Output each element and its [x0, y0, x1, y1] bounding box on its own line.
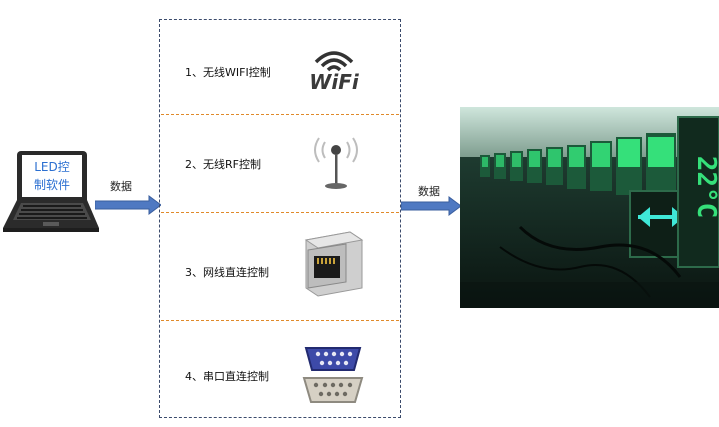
wifi-icon: WiFi — [309, 51, 360, 94]
temperature-display-text: 22°C — [691, 156, 719, 219]
rj45-jack-icon — [304, 231, 364, 297]
wifi-icon-text: WiFi — [309, 70, 360, 94]
laptop-screen: LED控 制软件 — [17, 151, 87, 201]
laptop-text-line1: LED控 — [34, 160, 70, 174]
data-label-right: 数据 — [418, 185, 440, 198]
separator-3 — [161, 320, 399, 321]
option-serial-label: 4、串口直连控制 — [185, 370, 269, 383]
laptop-display: LED控 制软件 — [22, 155, 82, 197]
data-label-left: 数据 — [110, 180, 132, 193]
led-displays-photo: 22°C — [460, 107, 719, 308]
control-methods-box — [159, 19, 401, 418]
rf-antenna-icon — [314, 137, 358, 189]
serial-port-icon — [302, 347, 364, 403]
option-ethernet-label: 3、网线直连控制 — [185, 266, 269, 279]
option-rf-label: 2、无线RF控制 — [185, 158, 261, 171]
laptop-text-line2: 制软件 — [33, 178, 70, 192]
separator-2 — [161, 212, 399, 213]
led-displays-scene: 22°C — [460, 107, 719, 308]
option-wifi-label: 1、无线WIFI控制 — [185, 66, 271, 79]
laptop-keyboard-icon — [3, 200, 99, 232]
data-arrow-right — [401, 196, 461, 216]
data-arrow-left — [95, 195, 161, 215]
separator-1 — [161, 114, 399, 115]
